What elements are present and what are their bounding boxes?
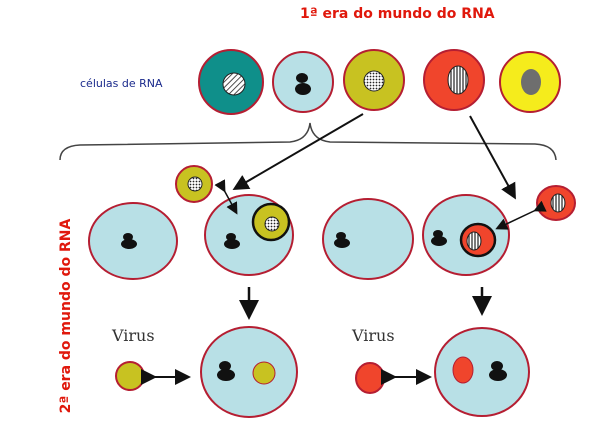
label-virus-left: Virus xyxy=(112,326,155,345)
label-virus-right: Virus xyxy=(352,326,395,345)
era2-cell-1 xyxy=(88,202,178,280)
rna-cell-olive xyxy=(343,49,405,111)
arrow-small-orange-cell4 xyxy=(495,200,547,230)
virus-olive xyxy=(115,361,145,391)
rna-cell-blue xyxy=(272,51,334,113)
arrow-orange-to-cell4 xyxy=(469,115,516,200)
rna-cell-orange xyxy=(423,49,485,111)
title-first-rna-era: 1ª era do mundo do RNA xyxy=(300,6,495,22)
rna-cell-teal xyxy=(198,49,264,115)
arrow-small-olive-cell2 xyxy=(214,179,238,215)
rna-cell-yellow xyxy=(499,51,561,113)
label-rna-cells: células de RNA xyxy=(80,77,163,90)
virus-orange xyxy=(355,362,385,394)
arrow-olive-to-cell2 xyxy=(232,113,364,191)
bottom-cell-left xyxy=(200,326,298,418)
bottom-cell-right xyxy=(434,327,530,417)
small-orange-cell xyxy=(536,185,576,221)
era2-cell-2 xyxy=(204,194,294,276)
era2-cell-4 xyxy=(422,194,510,276)
era2-cell-3 xyxy=(322,198,414,280)
small-olive-cell xyxy=(175,165,213,203)
curly-brace xyxy=(59,122,557,161)
